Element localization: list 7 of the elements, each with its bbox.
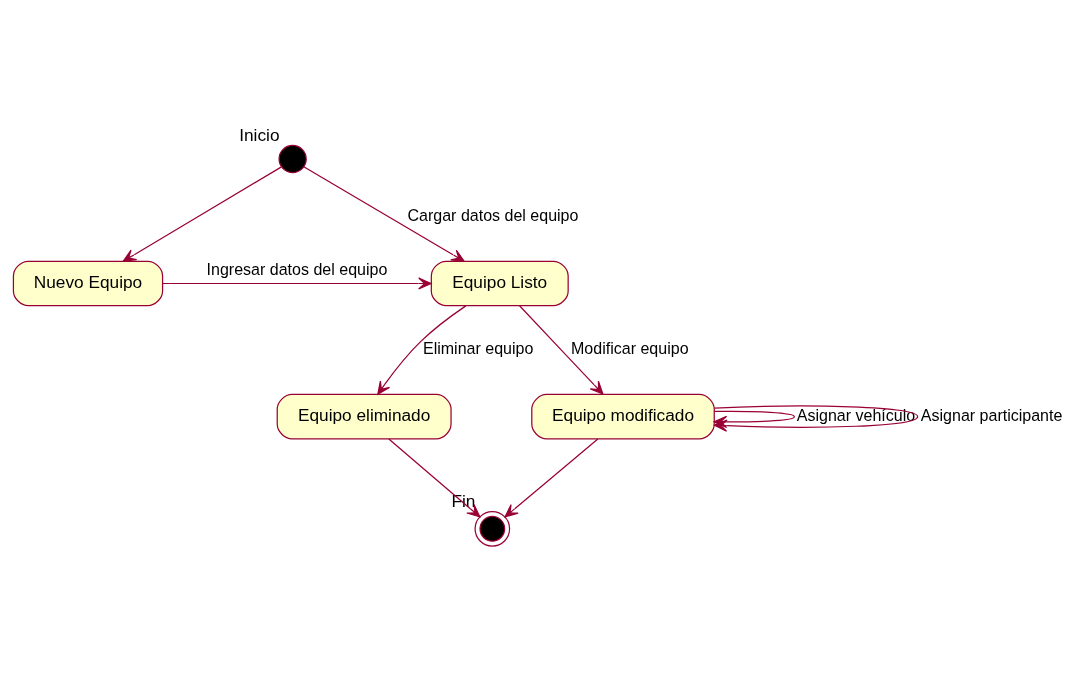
edge-label: Eliminar equipo [422,339,534,358]
node-label: Inicio [239,124,280,145]
edge-label: Asignar participante [920,405,1063,424]
edge-label: Cargar datos del equipo [407,206,579,225]
edge-label: Ingresar datos del equipo [206,260,388,279]
edge-label: Modificar equipo [571,339,689,358]
edge-label: Asignar vehículo [796,405,916,424]
